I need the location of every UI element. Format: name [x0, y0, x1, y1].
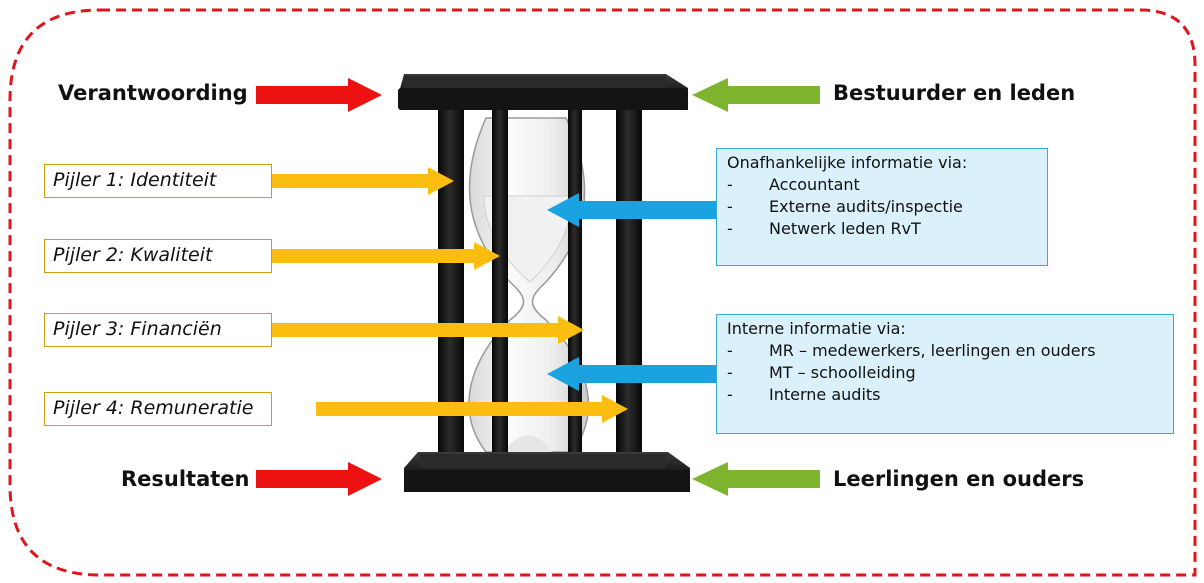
blue-arrow-internal: [547, 357, 717, 391]
internal-info-item-text: Interne audits: [769, 385, 881, 404]
independent-info-item-text: Accountant: [769, 175, 860, 194]
pillar-4-box: Pijler 4: Remuneratie: [44, 392, 272, 426]
blue-arrow-independent: [547, 193, 717, 227]
yellow-arrow-pillar-3: [272, 316, 584, 344]
yellow-arrow-pillar-4: [316, 395, 628, 423]
independent-info-box: Onafhankelijke informatie via: - Account…: [716, 148, 1048, 266]
independent-info-item-text: Externe audits/inspectie: [769, 197, 963, 216]
independent-info-item: - Accountant: [727, 174, 1037, 196]
green-arrow-leerlingen: [692, 462, 820, 496]
bestuurder-label: Bestuurder en leden: [833, 81, 1076, 105]
green-arrow-bestuurder: [692, 78, 820, 112]
pillar-1-box: Pijler 1: Identiteit: [44, 164, 272, 198]
internal-info-item: - MT – schoolleiding: [727, 362, 1163, 384]
yellow-arrow-pillar-1: [272, 167, 454, 195]
leerlingen-label: Leerlingen en ouders: [833, 467, 1085, 491]
yellow-arrow-pillar-2: [272, 242, 500, 270]
bullet-dash: -: [727, 219, 733, 238]
independent-info-title: Onafhankelijke informatie via:: [727, 153, 968, 172]
independent-info-item-text: Netwerk leden RvT: [769, 219, 921, 238]
bullet-dash: -: [727, 197, 733, 216]
red-arrow-resultaten: [256, 462, 382, 496]
internal-info-box: Interne informatie via: - MR – medewerke…: [716, 314, 1174, 434]
internal-info-item: - MR – medewerkers, leerlingen en ouders: [727, 340, 1163, 362]
pillar-3-box: Pijler 3: Financiën: [44, 313, 272, 347]
red-arrow-verantwoording: [256, 78, 382, 112]
resultaten-label: Resultaten: [121, 467, 250, 491]
bullet-dash: -: [727, 175, 733, 194]
internal-info-title: Interne informatie via:: [727, 319, 906, 338]
internal-info-item-text: MT – schoolleiding: [769, 363, 916, 382]
independent-info-item: - Netwerk leden RvT: [727, 218, 1037, 240]
verantwoording-label: Verantwoording: [58, 81, 248, 105]
bullet-dash: -: [727, 385, 733, 404]
bullet-dash: -: [727, 341, 733, 360]
internal-info-item-text: MR – medewerkers, leerlingen en ouders: [769, 341, 1096, 360]
independent-info-item: - Externe audits/inspectie: [727, 196, 1037, 218]
pillar-2-box: Pijler 2: Kwaliteit: [44, 239, 272, 273]
sand-bottom: [504, 435, 552, 452]
bullet-dash: -: [727, 363, 733, 382]
internal-info-item: - Interne audits: [727, 384, 1163, 406]
